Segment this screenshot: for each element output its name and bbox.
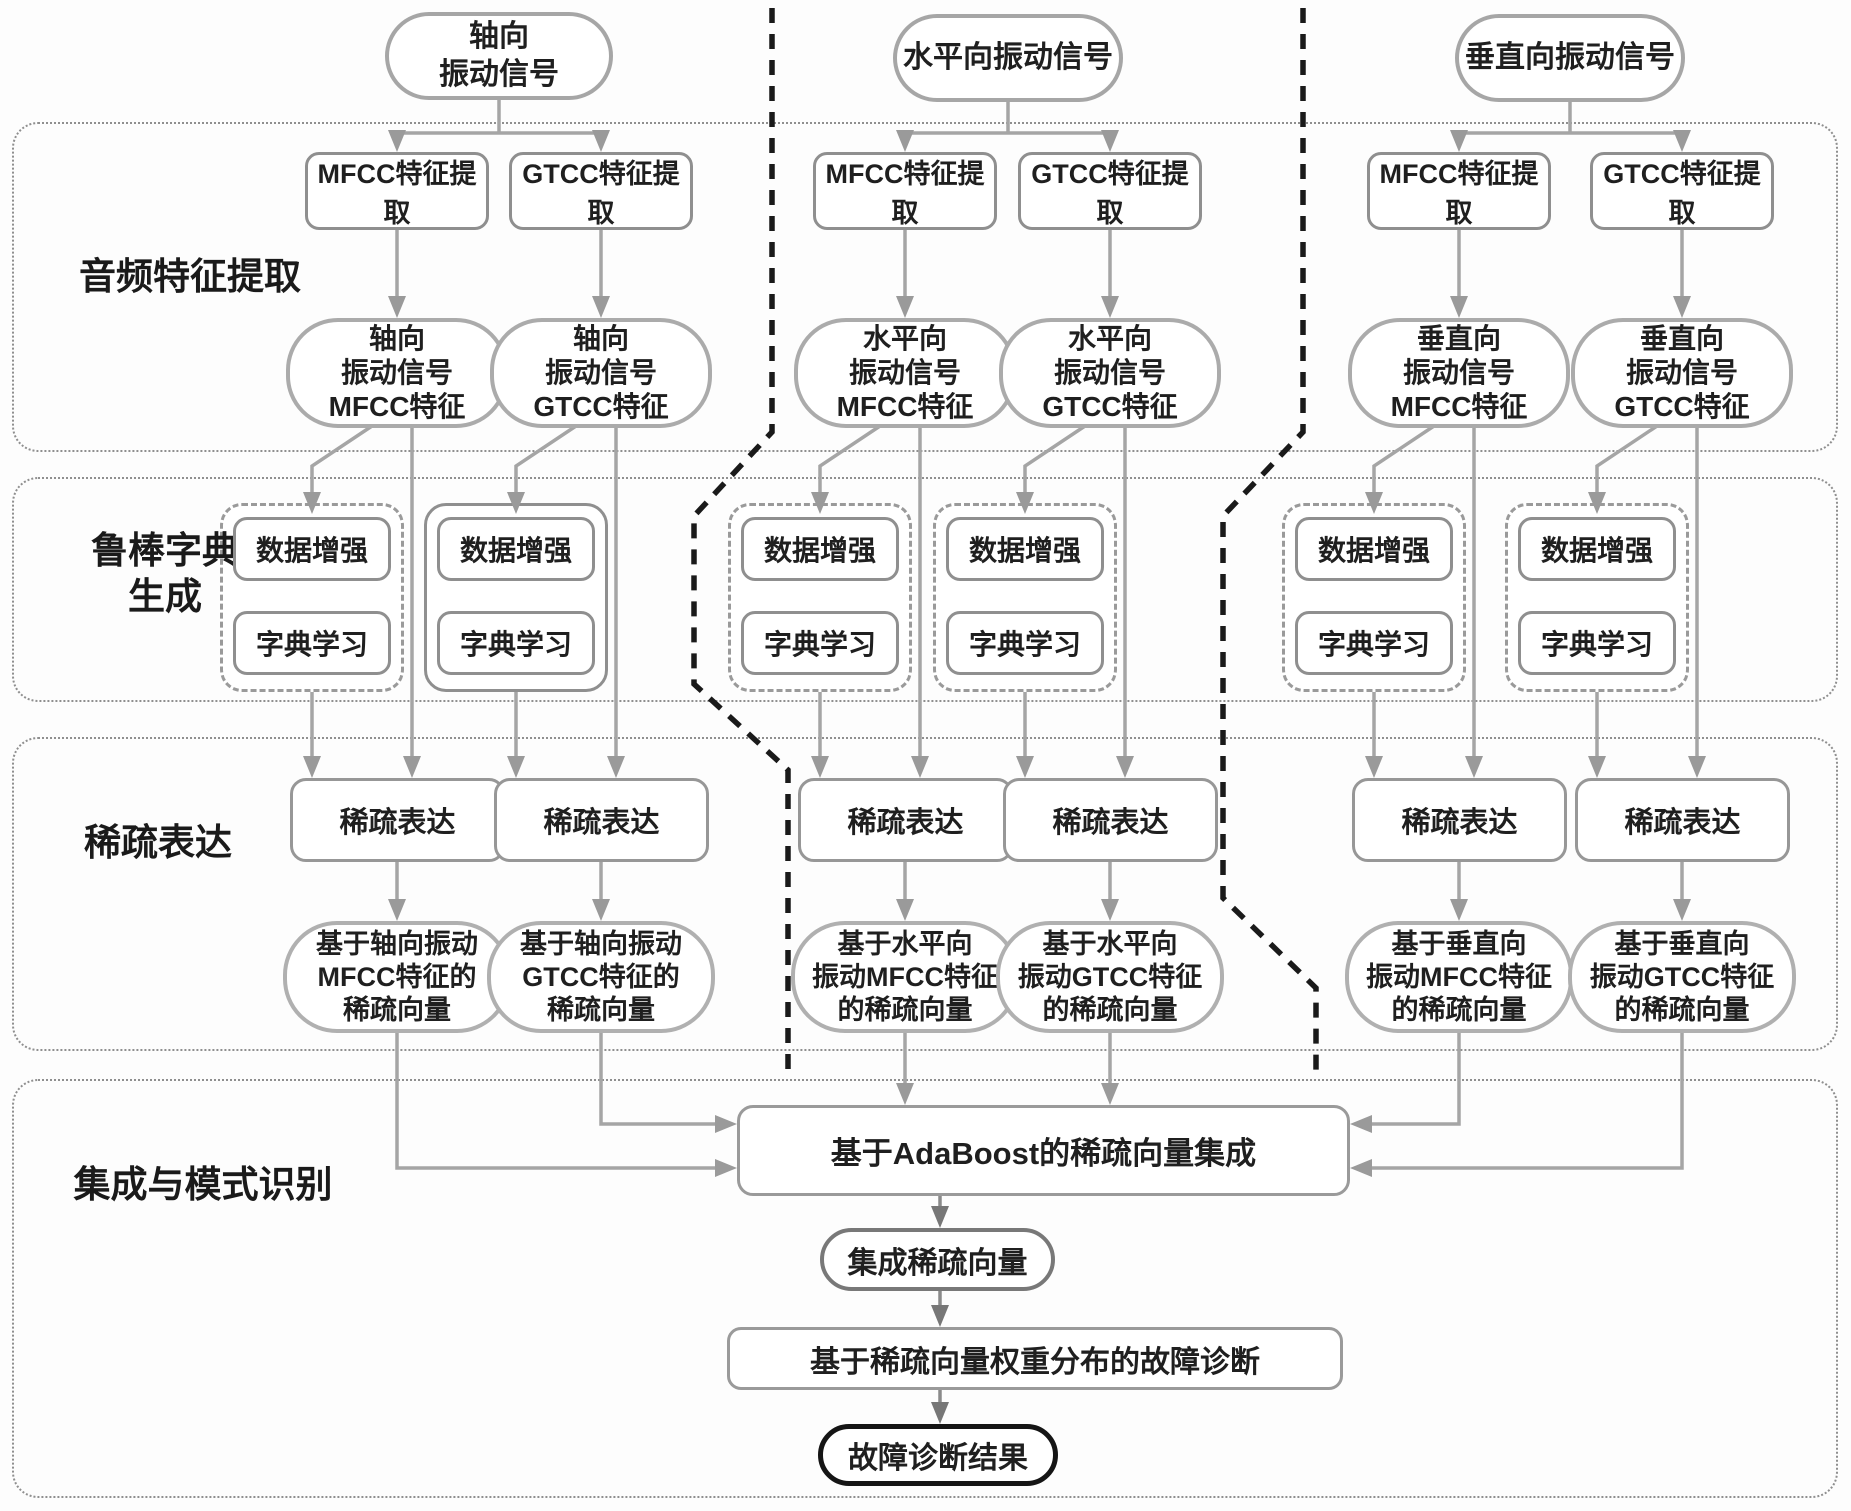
section-label-audio-feature: 音频特征提取	[79, 256, 301, 297]
text-line: 振动GTCC特征	[1589, 961, 1775, 992]
feature-ellipse-horizontal-gtcc: 水平向 振动信号 GTCC特征	[999, 318, 1221, 428]
section-frame-sparse	[12, 737, 1838, 1051]
sparse-box-horizontal-mfcc: 稀疏表达	[798, 778, 1013, 862]
extract-box-axial-mfcc: MFCC特征提取	[305, 152, 489, 230]
diagnosis-result-stadium: 故障诊断结果	[818, 1424, 1058, 1486]
feature-ellipse-axial-gtcc: 轴向 振动信号 GTCC特征	[490, 318, 712, 428]
text-line: 振动MFCC特征	[812, 961, 998, 992]
weight-diagnosis-box: 基于稀疏向量权重分布的故障诊断	[727, 1327, 1343, 1390]
vector-ellipse-vertical-gtcc: 基于垂直向 振动GTCC特征 的稀疏向量	[1568, 921, 1796, 1033]
section-frame-dictionary	[12, 477, 1838, 702]
sparse-box-vertical-mfcc: 稀疏表达	[1352, 778, 1567, 862]
text-line: 振动GTCC特征	[1017, 961, 1203, 992]
dictionary-box-vertical-gtcc: 字典学习	[1518, 611, 1676, 675]
signal-line: 垂直向振动信号	[1465, 41, 1675, 74]
text-line: GTCC特征的	[522, 961, 680, 992]
text-line: 的稀疏向量	[837, 994, 973, 1025]
section-label-ensemble: 集成与模式识别	[73, 1164, 333, 1205]
adaboost-ensemble-box: 基于AdaBoost的稀疏向量集成	[737, 1105, 1350, 1196]
vector-ellipse-horizontal-mfcc: 基于水平向 振动MFCC特征 的稀疏向量	[791, 921, 1019, 1033]
text-line: 水平向	[1067, 323, 1152, 354]
vector-ellipse-horizontal-gtcc: 基于水平向 振动GTCC特征 的稀疏向量	[996, 921, 1224, 1033]
extract-box-vertical-mfcc: MFCC特征提取	[1367, 152, 1551, 230]
extract-box-axial-gtcc: GTCC特征提取	[509, 152, 693, 230]
text-line: GTCC特征	[533, 391, 669, 422]
text-line: 振动信号	[1402, 357, 1515, 388]
vector-ellipse-axial-mfcc: 基于轴向振动 MFCC特征的 稀疏向量	[283, 921, 511, 1033]
signal-line: 振动信号	[439, 58, 559, 91]
text-line: 振动信号	[544, 357, 657, 388]
text-line: 基于水平向	[1042, 928, 1178, 959]
signal-line: 水平向振动信号	[903, 41, 1113, 74]
dictionary-box-axial-gtcc: 字典学习	[437, 611, 595, 675]
text-line: 的稀疏向量	[1391, 994, 1527, 1025]
text-line: MFCC特征	[836, 391, 974, 422]
dictionary-box-vertical-mfcc: 字典学习	[1295, 611, 1453, 675]
text-line: GTCC特征	[1042, 391, 1178, 422]
text-line: 振动信号	[1625, 357, 1738, 388]
feature-ellipse-horizontal-mfcc: 水平向 振动信号 MFCC特征	[794, 318, 1016, 428]
text-line: 振动信号	[848, 357, 961, 388]
augment-box-vertical-gtcc: 数据增强	[1518, 517, 1676, 581]
augment-box-horizontal-gtcc: 数据增强	[946, 517, 1104, 581]
text-line: 基于垂直向	[1391, 928, 1527, 959]
extract-box-vertical-gtcc: GTCC特征提取	[1590, 152, 1774, 230]
dictionary-box-axial-mfcc: 字典学习	[233, 611, 391, 675]
text-line: 基于垂直向	[1614, 928, 1750, 959]
sparse-box-axial-gtcc: 稀疏表达	[494, 778, 709, 862]
augment-box-axial-gtcc: 数据增强	[437, 517, 595, 581]
text-line: 垂直向	[1639, 323, 1724, 354]
section-frame-ensemble	[12, 1079, 1838, 1498]
vector-ellipse-vertical-mfcc: 基于垂直向 振动MFCC特征 的稀疏向量	[1345, 921, 1573, 1033]
text-line: 振动信号	[340, 357, 453, 388]
augment-box-horizontal-mfcc: 数据增强	[741, 517, 899, 581]
text-line: 的稀疏向量	[1042, 994, 1178, 1025]
sparse-box-axial-mfcc: 稀疏表达	[290, 778, 505, 862]
extract-box-horizontal-gtcc: GTCC特征提取	[1018, 152, 1202, 230]
text-line: 轴向	[572, 323, 629, 354]
text-line: GTCC特征	[1614, 391, 1750, 422]
signal-line: 轴向	[469, 20, 529, 53]
text-line: 水平向	[862, 323, 947, 354]
text-line: MFCC特征	[328, 391, 466, 422]
signal-stadium-horizontal: 水平向振动信号	[893, 14, 1123, 102]
text-line: 稀疏向量	[343, 994, 451, 1025]
text-line: 振动MFCC特征	[1366, 961, 1552, 992]
ensemble-vector-stadium: 集成稀疏向量	[820, 1228, 1055, 1291]
section-label-dictionary: 鲁棒字典 生成	[91, 530, 239, 617]
augment-box-vertical-mfcc: 数据增强	[1295, 517, 1453, 581]
text-line: 的稀疏向量	[1614, 994, 1750, 1025]
text-line: 基于水平向	[837, 928, 973, 959]
text-line: 基于轴向振动	[520, 928, 682, 959]
text-line: 振动信号	[1053, 357, 1166, 388]
text-line: 垂直向	[1416, 323, 1501, 354]
extract-box-horizontal-mfcc: MFCC特征提取	[813, 152, 997, 230]
section-frame-audio-feature	[12, 122, 1838, 452]
feature-ellipse-vertical-mfcc: 垂直向 振动信号 MFCC特征	[1348, 318, 1570, 428]
vector-ellipse-axial-gtcc: 基于轴向振动 GTCC特征的 稀疏向量	[487, 921, 715, 1033]
section-label-sparse: 稀疏表达	[84, 822, 232, 863]
text-line: 稀疏向量	[547, 994, 655, 1025]
sparse-box-horizontal-gtcc: 稀疏表达	[1003, 778, 1218, 862]
dictionary-box-horizontal-mfcc: 字典学习	[741, 611, 899, 675]
text-line: MFCC特征的	[317, 961, 477, 992]
dictionary-box-horizontal-gtcc: 字典学习	[946, 611, 1104, 675]
text-line: 基于轴向振动	[316, 928, 478, 959]
sparse-box-vertical-gtcc: 稀疏表达	[1575, 778, 1790, 862]
text-line: MFCC特征	[1390, 391, 1528, 422]
augment-box-axial-mfcc: 数据增强	[233, 517, 391, 581]
feature-ellipse-axial-mfcc: 轴向 振动信号 MFCC特征	[286, 318, 508, 428]
signal-stadium-vertical: 垂直向振动信号	[1455, 14, 1685, 102]
text-line: 轴向	[368, 323, 425, 354]
feature-ellipse-vertical-gtcc: 垂直向 振动信号 GTCC特征	[1571, 318, 1793, 428]
signal-stadium-axial: 轴向 振动信号	[385, 12, 613, 100]
